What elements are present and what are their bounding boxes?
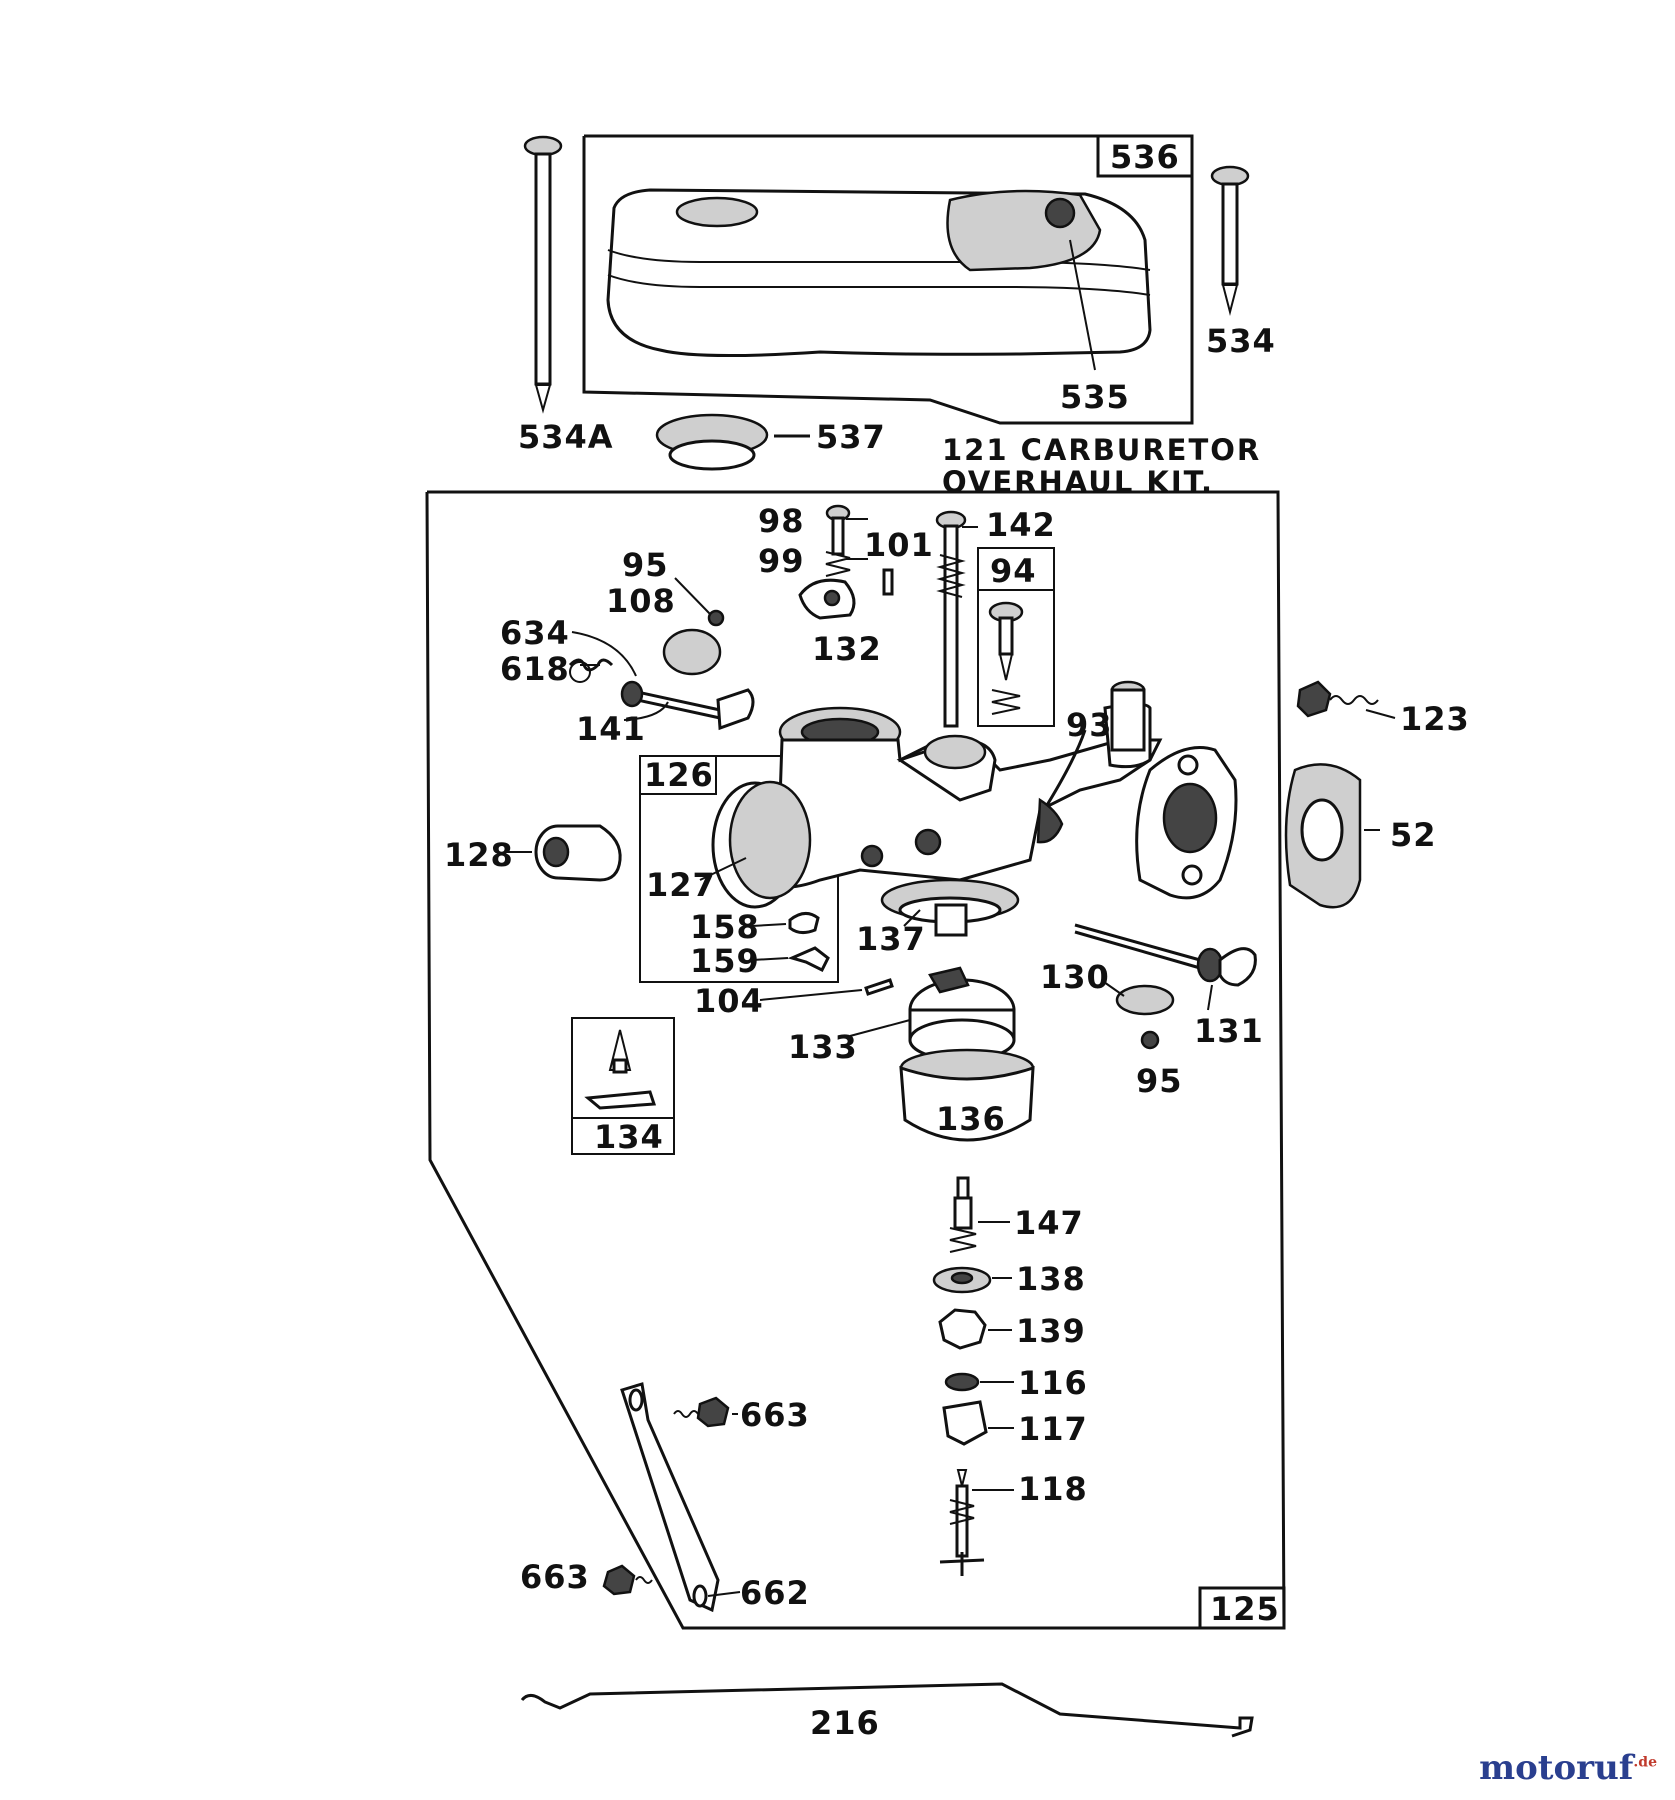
tank-filler-opening: [675, 196, 759, 228]
left-parts: [534, 680, 1379, 1142]
label-534: 534: [1206, 322, 1276, 360]
screw-95-lower: [1140, 1030, 1160, 1050]
pin-104: [864, 978, 894, 996]
label-52: 52: [1390, 816, 1437, 854]
label-663-lower: 663: [520, 1558, 590, 1596]
label-138: 138: [1016, 1260, 1086, 1298]
label-147: 147: [1014, 1204, 1084, 1242]
leader-lines: [506, 518, 1396, 1597]
label-634: 634: [500, 614, 570, 652]
screw-95: [707, 609, 725, 627]
shafts: [568, 504, 1257, 1050]
fuel-screen: [946, 189, 1102, 272]
label-663-upper: 663: [740, 1396, 810, 1434]
screw-123: [1296, 680, 1332, 718]
washer-116: [944, 1372, 980, 1392]
label-99: 99: [758, 542, 805, 580]
label-117: 117: [1018, 1410, 1088, 1448]
nut-663-upper: [696, 1396, 730, 1428]
nut-117: [942, 1400, 988, 1446]
label-108: 108: [606, 582, 676, 620]
needle-147: [953, 1196, 973, 1230]
label-137: 137: [856, 920, 926, 958]
part-159: [787, 946, 830, 973]
watermark: motoruf.de: [1479, 1748, 1657, 1788]
label-125: 125: [1210, 1590, 1280, 1628]
fuel-tank-group: [523, 134, 1250, 471]
label-535: 535: [1060, 378, 1130, 416]
label-127: 127: [646, 866, 716, 904]
nut-663-lower: [602, 1564, 636, 1596]
pin-101: [882, 568, 894, 596]
label-95-upper: 95: [622, 546, 669, 584]
label-94: 94: [990, 552, 1037, 590]
label-101: 101: [864, 526, 934, 564]
kit-title-line2: OVERHAUL KIT.: [942, 465, 1214, 499]
label-131: 131: [1194, 1012, 1264, 1050]
label-126: 126: [644, 756, 714, 794]
label-95-lower: 95: [1136, 1062, 1183, 1100]
label-116: 116: [1018, 1364, 1088, 1402]
label-662: 662: [740, 1574, 810, 1612]
screen-fitting: [1044, 197, 1076, 229]
label-141: 141: [576, 710, 646, 748]
label-118: 118: [1018, 1470, 1088, 1508]
part-158: [788, 912, 820, 935]
label-142: 142: [986, 506, 1056, 544]
bracket-662: [602, 1382, 730, 1613]
label-132: 132: [812, 630, 882, 668]
screw-534-head: [1210, 165, 1250, 187]
kit-title-line1: 121 CARBURETOR: [942, 433, 1261, 467]
throttle-plate-130: [1115, 984, 1175, 1016]
choke-plate-108: [662, 628, 722, 676]
nut-139: [938, 1308, 987, 1350]
label-618: 618: [500, 650, 570, 688]
part-labels: 536 534A 534 535 537 121 CARBURETOR OVER…: [444, 138, 1470, 1742]
screw-534-shank: [1221, 182, 1239, 286]
lower-stack: [932, 1176, 992, 1576]
label-134: 134: [594, 1118, 664, 1156]
box-125: [1198, 1586, 1286, 1630]
label-130: 130: [1040, 958, 1110, 996]
label-534a: 534A: [518, 418, 614, 456]
label-93: 93: [1066, 706, 1113, 744]
box-536: [1096, 134, 1194, 178]
label-133: 133: [788, 1028, 858, 1066]
label-128: 128: [444, 836, 514, 874]
watermark-brand: motoruf: [1479, 1748, 1634, 1788]
control-bracket: [620, 1382, 720, 1613]
label-98: 98: [758, 502, 805, 540]
label-537: 537: [816, 418, 886, 456]
screw-534a-head: [523, 135, 563, 157]
label-158: 158: [690, 908, 760, 946]
label-159: 159: [690, 942, 760, 980]
label-216: 216: [810, 1704, 880, 1742]
label-139: 139: [1016, 1312, 1086, 1350]
governor-link-216: [520, 1682, 1254, 1738]
label-136: 136: [936, 1100, 1006, 1138]
label-123: 123: [1400, 700, 1470, 738]
screw-534a-shank: [534, 152, 552, 386]
label-536: 536: [1110, 138, 1180, 176]
carburetor-body: [711, 680, 1238, 937]
label-104: 104: [694, 982, 764, 1020]
carburetor-frame-125: [425, 490, 1286, 1630]
watermark-tld: .de: [1633, 1754, 1657, 1771]
